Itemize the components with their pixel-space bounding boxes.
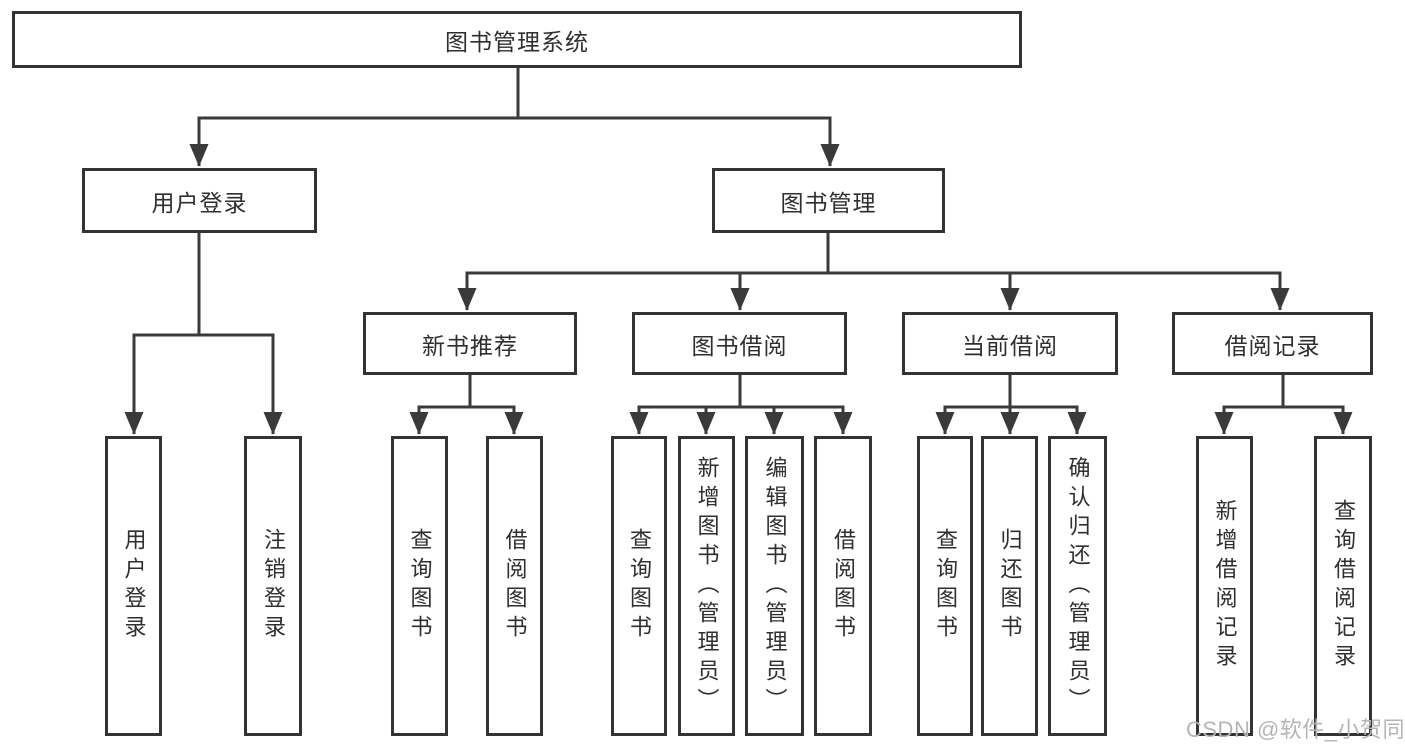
node-borrowing-records: 借阅记录	[1172, 312, 1373, 375]
watermark-text: CSDN @软件_小贺同学	[1186, 717, 1405, 742]
leaf-return-book: 归还图书	[981, 436, 1038, 736]
leaf-edit-book-admin: 编辑图书（管理员）	[745, 436, 804, 736]
leaf-query-books-recommend: 查询图书	[391, 436, 448, 736]
node-current-borrowing: 当前借阅	[902, 312, 1118, 375]
node-new-book-recommend: 新书推荐	[363, 312, 577, 375]
leaf-user-login: 用户登录	[105, 436, 162, 736]
leaf-add-book-admin: 新增图书（管理员）	[678, 436, 735, 736]
leaf-confirm-return-admin: 确认归还（管理员）	[1048, 436, 1107, 736]
leaf-query-books-current: 查询图书	[917, 436, 973, 736]
node-root: 图书管理系统	[12, 11, 1022, 68]
leaf-borrow-books-recommend: 借阅图书	[486, 436, 543, 736]
leaf-add-borrow-record: 新增借阅记录	[1196, 436, 1253, 736]
leaf-logout: 注销登录	[244, 436, 302, 736]
leaf-query-borrow-record: 查询借阅记录	[1314, 436, 1372, 736]
node-book-borrowing: 图书借阅	[632, 312, 847, 375]
node-book-management: 图书管理	[712, 168, 945, 233]
node-user-login: 用户登录	[82, 168, 317, 233]
leaf-borrow-books-borrowing: 借阅图书	[814, 436, 872, 736]
leaf-query-books-borrowing: 查询图书	[611, 436, 667, 736]
